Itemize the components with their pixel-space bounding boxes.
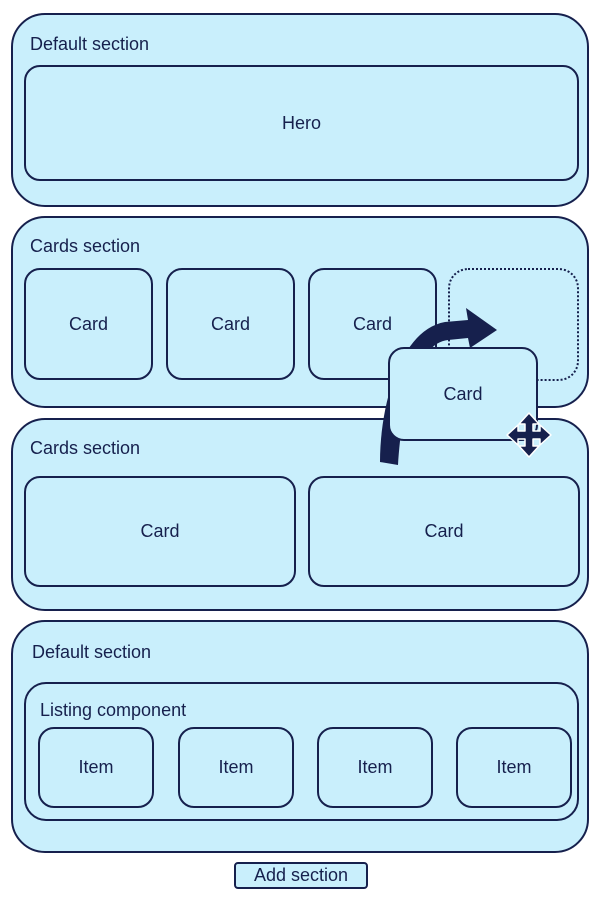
section-title: Default section xyxy=(32,642,152,662)
listing-title: Listing component xyxy=(40,700,187,720)
list-item[interactable]: Item xyxy=(38,727,154,808)
list-item[interactable]: Item xyxy=(178,727,294,808)
card[interactable]: Card xyxy=(166,268,295,380)
section-title: Cards section xyxy=(30,236,141,256)
card[interactable]: Card xyxy=(24,476,296,587)
list-item[interactable]: Item xyxy=(456,727,572,808)
add-section-button[interactable]: Add section xyxy=(234,862,368,889)
hero-block[interactable]: Hero xyxy=(24,65,579,181)
section-title: Default section xyxy=(30,34,150,54)
list-item[interactable]: Item xyxy=(317,727,433,808)
card[interactable]: Card xyxy=(308,476,580,587)
dragged-card[interactable]: Card xyxy=(388,347,538,441)
card[interactable]: Card xyxy=(24,268,153,380)
section-title: Cards section xyxy=(30,438,141,458)
